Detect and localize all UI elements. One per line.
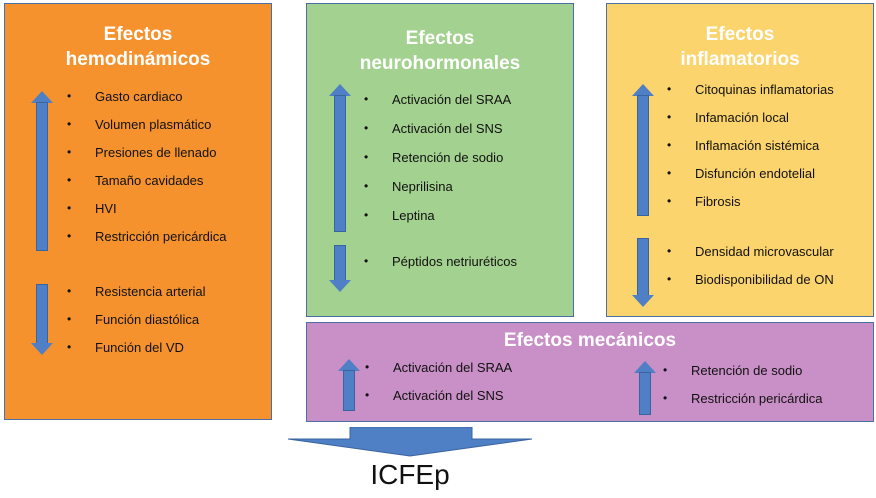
list-item: Citoquinas inflamatorias [667, 82, 834, 110]
mechanical-effects-box: Efectos mecánicos Activación del SRAA Ac… [306, 322, 874, 422]
list-item: Restricción pericárdica [663, 391, 823, 419]
mechanical-title: Efectos mecánicos [503, 330, 677, 351]
list-item: Restricción pericárdica [67, 229, 227, 257]
inflammatory-title-line1: Efectos [705, 24, 775, 45]
list-item: Densidad microvascular [667, 244, 834, 272]
list-item: Inflamación sistémica [667, 138, 834, 166]
up-arrow-icon [634, 361, 656, 415]
list-item: Leptina [364, 208, 511, 237]
hemodynamic-title-line1: Efectos [103, 24, 173, 45]
list-item: Péptidos netriuréticos [364, 254, 517, 283]
list-item: Resistencia arterial [67, 284, 206, 312]
hemodynamic-title: Efectos hemodinámicos [5, 22, 271, 72]
result-label: ICFEp [370, 459, 450, 490]
up-arrow-icon [338, 359, 360, 411]
neurohormonal-increase-list: Activación del SRAA Activación del SNS R… [364, 92, 511, 237]
inflammatory-effects-box: Efectos inflamatorios Citoquinas inflama… [606, 3, 874, 317]
inflammatory-title-line2: inflamatorios [680, 49, 800, 70]
inflammatory-decrease-list: Densidad microvascular Biodisponibilidad… [667, 244, 834, 300]
down-arrow-icon [632, 238, 654, 308]
list-item: Función del VD [67, 340, 206, 368]
neurohormonal-effects-box: Efectos neurohormonales Activación del S… [306, 3, 574, 317]
list-item: Activación del SRAA [365, 360, 512, 388]
hemodynamic-effects-box: Efectos hemodinámicos Gasto cardiaco Vol… [4, 3, 272, 420]
list-item: Activación del SNS [364, 121, 511, 150]
list-item: Activación del SNS [365, 388, 512, 416]
neurohormonal-decrease-list: Péptidos netriuréticos [364, 254, 517, 283]
neurohormonal-title-line2: neurohormonales [359, 53, 521, 74]
list-item: Infamación local [667, 110, 834, 138]
list-item: HVI [67, 201, 227, 229]
list-item: Activación del SRAA [364, 92, 511, 121]
mechanical-right-list: Retención de sodio Restricción pericárdi… [663, 363, 823, 419]
list-item: Tamaño cavidades [67, 173, 227, 201]
list-item: Presiones de llenado [67, 145, 227, 173]
up-arrow-icon [31, 91, 53, 251]
list-item: Retención de sodio [364, 150, 511, 179]
neurohormonal-title: Efectos neurohormonales [307, 26, 573, 76]
hemodynamic-title-line2: hemodinámicos [65, 49, 211, 70]
hemodynamic-increase-list: Gasto cardiaco Volumen plasmático Presio… [67, 89, 227, 257]
down-arrow-icon [31, 284, 53, 356]
up-arrow-icon [329, 84, 351, 232]
inflammatory-title: Efectos inflamatorios [607, 22, 873, 72]
list-item: Fibrosis [667, 194, 834, 222]
result-arrow-icon [287, 427, 533, 457]
inflammatory-increase-list: Citoquinas inflamatorias Infamación loca… [667, 82, 834, 222]
list-item: Biodisponibilidad de ON [667, 272, 834, 300]
mechanical-left-list: Activación del SRAA Activación del SNS [365, 360, 512, 416]
list-item: Disfunción endotelial [667, 166, 834, 194]
list-item: Gasto cardiaco [67, 89, 227, 117]
list-item: Volumen plasmático [67, 117, 227, 145]
down-arrow-icon [329, 245, 351, 293]
neurohormonal-title-line1: Efectos [405, 28, 475, 49]
list-item: Retención de sodio [663, 363, 823, 391]
list-item: Función diastólica [67, 312, 206, 340]
hemodynamic-decrease-list: Resistencia arterial Función diastólica … [67, 284, 206, 368]
up-arrow-icon [632, 84, 654, 216]
list-item: Neprilisina [364, 179, 511, 208]
